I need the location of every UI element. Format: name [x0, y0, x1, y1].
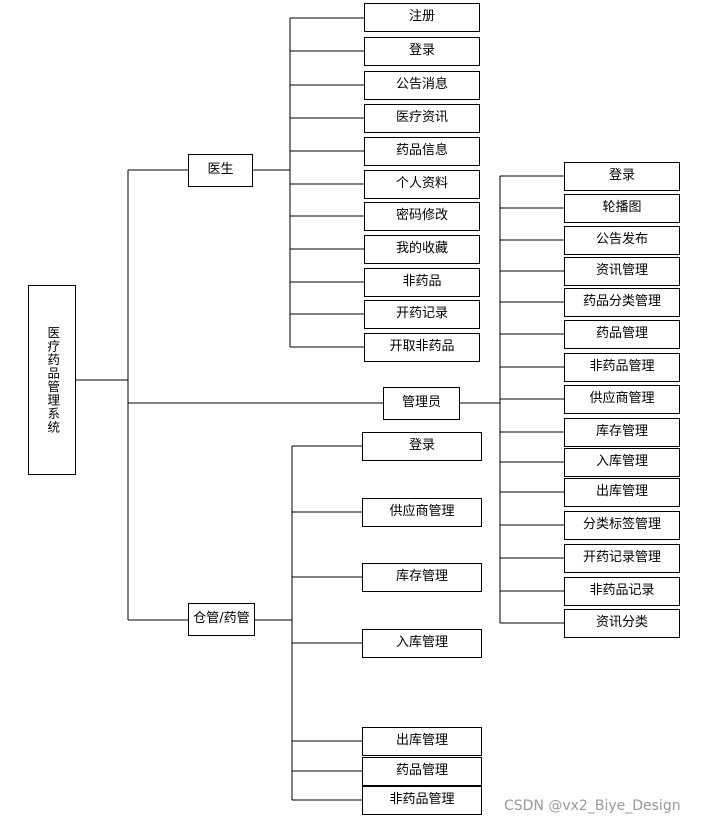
node-doctor-item-7[interactable]: 我的收藏 [364, 235, 480, 264]
node-warehouse-item-2[interactable]: 库存管理 [362, 563, 482, 592]
node-admin-item-7[interactable]: 供应商管理 [564, 385, 680, 414]
node-admin-item-10[interactable]: 出库管理 [564, 478, 680, 507]
node-doctor-item-10[interactable]: 开取非药品 [364, 333, 480, 362]
node-admin-item-6[interactable]: 非药品管理 [564, 353, 680, 382]
node-warehouse-item-1[interactable]: 供应商管理 [362, 498, 482, 527]
node-doctor-item-2[interactable]: 公告消息 [364, 71, 480, 100]
node-warehouse-item-6[interactable]: 非药品管理 [362, 786, 482, 815]
node-admin-item-5[interactable]: 药品管理 [564, 320, 680, 349]
node-branch-admin[interactable]: 管理员 [383, 387, 460, 420]
node-doctor-item-8[interactable]: 非药品 [364, 268, 480, 297]
node-branch-doctor[interactable]: 医生 [188, 154, 253, 187]
node-admin-item-11[interactable]: 分类标签管理 [564, 511, 680, 540]
node-doctor-item-0[interactable]: 注册 [364, 3, 480, 32]
node-admin-item-0[interactable]: 登录 [564, 162, 680, 191]
node-doctor-item-1[interactable]: 登录 [364, 37, 480, 66]
node-admin-item-3[interactable]: 资讯管理 [564, 257, 680, 286]
node-warehouse-item-3[interactable]: 入库管理 [362, 629, 482, 658]
watermark-text: CSDN @vx2_Biye_Design [504, 798, 681, 814]
node-doctor-item-3[interactable]: 医疗资讯 [364, 104, 480, 133]
node-root[interactable]: 医疗药品管理系统 [28, 285, 76, 475]
node-admin-item-8[interactable]: 库存管理 [564, 418, 680, 447]
node-admin-item-13[interactable]: 非药品记录 [564, 577, 680, 606]
node-admin-item-9[interactable]: 入库管理 [564, 448, 680, 477]
node-admin-item-14[interactable]: 资讯分类 [564, 609, 680, 638]
node-doctor-item-6[interactable]: 密码修改 [364, 202, 480, 231]
node-admin-item-12[interactable]: 开药记录管理 [564, 544, 680, 573]
node-admin-item-4[interactable]: 药品分类管理 [564, 288, 680, 317]
node-warehouse-item-4[interactable]: 出库管理 [362, 727, 482, 756]
node-doctor-item-4[interactable]: 药品信息 [364, 137, 480, 166]
node-warehouse-item-5[interactable]: 药品管理 [362, 757, 482, 786]
node-warehouse-item-0[interactable]: 登录 [362, 432, 482, 461]
node-admin-item-2[interactable]: 公告发布 [564, 226, 680, 255]
node-doctor-item-9[interactable]: 开药记录 [364, 300, 480, 329]
node-branch-warehouse[interactable]: 仓管/药管 [188, 603, 255, 636]
node-doctor-item-5[interactable]: 个人资料 [364, 170, 480, 199]
node-admin-item-1[interactable]: 轮播图 [564, 194, 680, 223]
